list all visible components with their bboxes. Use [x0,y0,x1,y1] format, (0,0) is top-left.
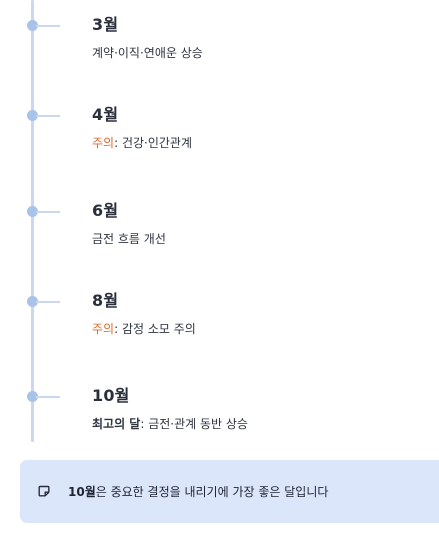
entry-description: 주의: 건강·인간관계 [92,134,192,151]
entry-description: 금전 흐름 개선 [92,230,166,247]
timeline-connector [36,24,60,27]
entry-month: 6월 [92,201,119,220]
entry-text: : 건강·인간관계 [114,136,193,150]
timeline-connector [36,395,60,398]
timeline-dot [27,110,38,121]
entry-description: 주의: 감정 소모 주의 [92,320,196,337]
entry-description: 최고의 달: 금전·관계 동반 상승 [92,415,248,432]
timeline-dot [27,296,38,307]
note-message: 은 중요한 결정을 내리기에 가장 좋은 달입니다 [95,485,329,499]
timeline-entry-august: 8월 주의: 감정 소모 주의 [0,276,439,336]
timeline-entry-march: 3월 계약·이직·연애운 상승 [0,0,439,60]
entry-month: 10월 [92,386,130,405]
timeline-entry-april: 4월 주의: 건강·인간관계 [0,90,439,150]
entry-text: : 감정 소모 주의 [114,322,196,336]
timeline-connector [36,210,60,213]
entry-text: 금전 흐름 개선 [92,232,166,246]
timeline-entry-june: 6월 금전 흐름 개선 [0,186,439,246]
note-text: 10월은 중요한 결정을 내리기에 가장 좋은 달입니다 [68,483,328,500]
note-highlight: 10월 [68,485,96,499]
timeline-dot [27,391,38,402]
timeline: 3월 계약·이직·연애운 상승 4월 주의: 건강·인간관계 6월 금전 흐름 … [0,0,439,442]
timeline-dot [27,20,38,31]
entry-best-label: 최고의 달 [92,417,141,431]
entry-description: 계약·이직·연애운 상승 [92,44,203,61]
entry-warning-label: 주의 [92,136,115,150]
entry-text: 계약·이직·연애운 상승 [92,46,203,60]
note-icon [38,485,50,497]
timeline-connector [36,114,60,117]
timeline-entry-october: 10월 최고의 달: 금전·관계 동반 상승 [0,371,439,431]
timeline-connector [36,300,60,303]
entry-text: : 금전·관계 동반 상승 [140,417,248,431]
timeline-line [31,0,34,442]
entry-warning-label: 주의 [92,322,115,336]
entry-month: 8월 [92,291,119,310]
timeline-dot [27,206,38,217]
entry-month: 3월 [92,15,119,34]
note-banner: 10월은 중요한 결정을 내리기에 가장 좋은 달입니다 [20,460,439,523]
entry-month: 4월 [92,105,119,124]
